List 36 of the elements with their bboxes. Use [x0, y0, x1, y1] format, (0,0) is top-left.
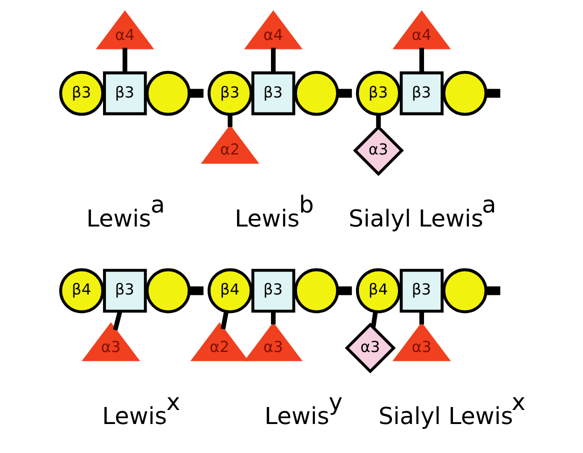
node-circle: β4 — [355, 268, 400, 314]
connector — [227, 114, 232, 128]
node-diamond: α3 — [344, 322, 396, 374]
node-box: β3 — [102, 268, 146, 313]
node-circle: β4 — [58, 268, 104, 314]
node-bar — [336, 286, 352, 296]
node-circle — [442, 268, 487, 314]
connector — [270, 311, 276, 324]
connector — [122, 48, 127, 72]
node-box: β3 — [399, 71, 444, 116]
node-circle: β3 — [58, 70, 104, 116]
node-circle — [145, 268, 190, 314]
node-circle — [294, 268, 339, 314]
node-box: β3 — [250, 268, 295, 313]
node-bar — [485, 286, 500, 296]
node-box: β3 — [250, 71, 295, 116]
node-bar — [336, 88, 352, 98]
node-circle — [294, 70, 339, 116]
connector — [270, 48, 276, 72]
node-circle — [442, 70, 487, 116]
node-box: β3 — [399, 268, 444, 313]
connector — [220, 311, 228, 330]
node-bar — [188, 286, 203, 296]
connector — [418, 48, 424, 72]
node-box: β3 — [102, 71, 146, 116]
node-diamond: α3 — [352, 125, 404, 176]
connector — [376, 114, 380, 128]
connector — [418, 311, 424, 324]
node-bar — [485, 88, 500, 98]
node-circle: β4 — [207, 268, 252, 314]
connector — [370, 311, 378, 328]
node-circle: β3 — [355, 70, 400, 116]
node-circle — [145, 70, 190, 116]
node-bar — [188, 88, 203, 98]
connector — [112, 310, 122, 331]
node-circle: β3 — [207, 70, 252, 116]
